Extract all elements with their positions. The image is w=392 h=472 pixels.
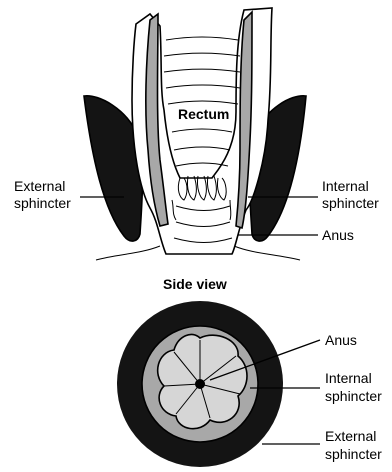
rectal-folds bbox=[164, 37, 240, 166]
front-internal-sphincter-label-line1: Internal bbox=[325, 370, 372, 386]
skin-right bbox=[234, 246, 300, 260]
side-view-caption: Side view bbox=[163, 276, 227, 292]
skin-left bbox=[96, 246, 160, 260]
external-sphincter-label-line2: sphincter bbox=[14, 195, 71, 211]
front-view-illustration bbox=[117, 301, 283, 467]
anus-label-side: Anus bbox=[322, 227, 354, 243]
external-sphincter-label-line1: External bbox=[14, 178, 65, 194]
side-view-illustration bbox=[84, 8, 306, 260]
anus-label-front: Anus bbox=[325, 332, 357, 348]
front-external-sphincter-label-line1: External bbox=[325, 428, 376, 444]
anal-center bbox=[195, 379, 205, 389]
front-external-sphincter-label-line2: sphincter bbox=[325, 446, 382, 462]
internal-sphincter-label-line1: Internal bbox=[322, 178, 369, 194]
internal-sphincter-label-line2: sphincter bbox=[322, 195, 379, 211]
rectum-label: Rectum bbox=[178, 106, 229, 122]
front-internal-sphincter-label-line2: sphincter bbox=[325, 388, 382, 404]
